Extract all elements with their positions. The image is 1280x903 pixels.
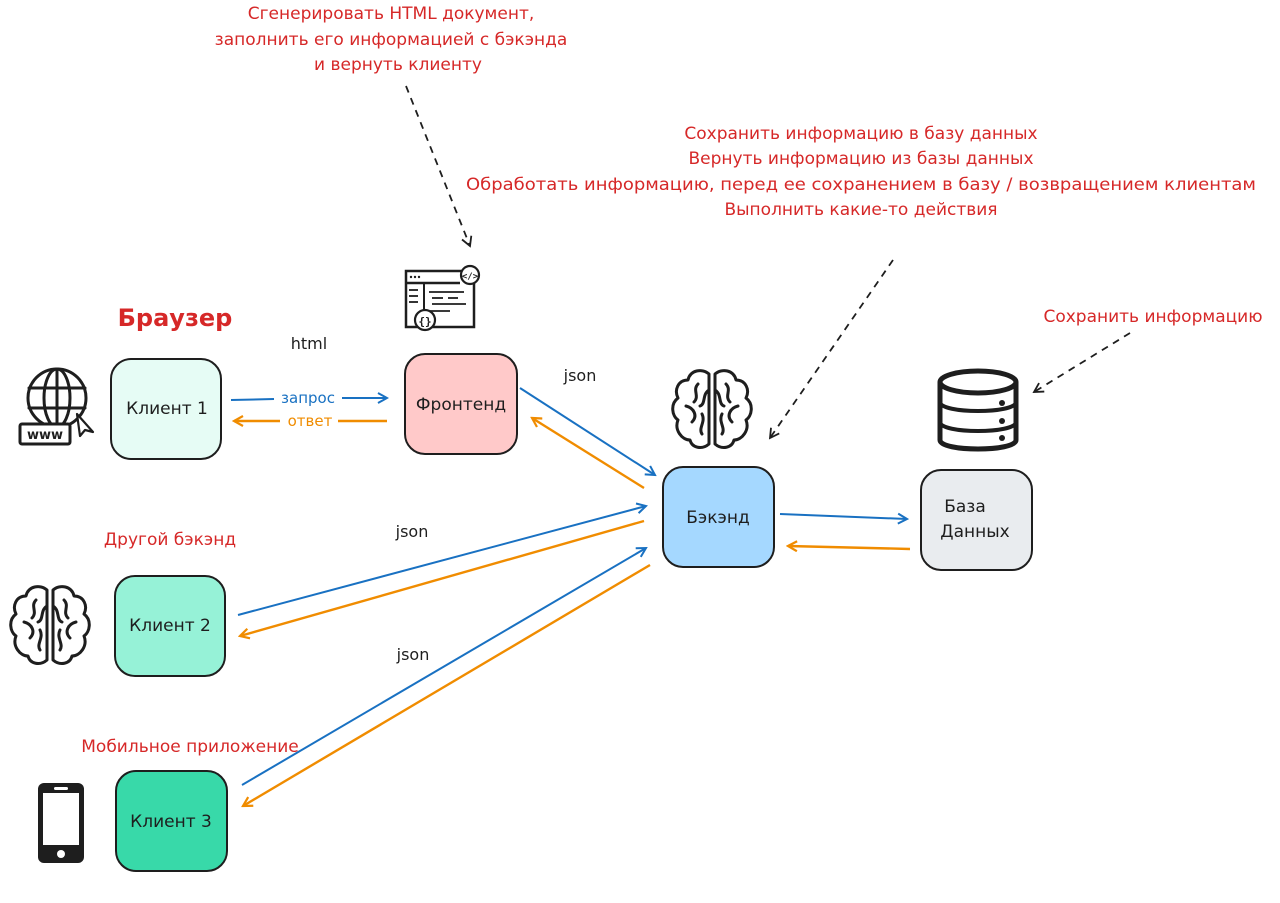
frontend-node[interactable]: Фронтенд	[404, 353, 518, 455]
database-box[interactable]	[920, 469, 1033, 571]
backend-box[interactable]	[662, 466, 775, 568]
other-backend-label: Другой бэкэнд	[104, 530, 236, 550]
www-globe-icon: www	[18, 367, 95, 446]
frontend-box[interactable]	[404, 353, 518, 455]
backend-to-database-arrow	[779, 514, 907, 519]
backend-to-frontend-arrow	[532, 418, 645, 490]
brain-icon-client2	[9, 585, 91, 665]
database-note-arrow	[1032, 332, 1131, 393]
backend-to-client2-arrow	[240, 519, 645, 636]
backend-node[interactable]: Бэкэнд	[662, 466, 775, 568]
client1-box[interactable]	[110, 358, 222, 460]
frontend-note-line-3: и вернуть клиенту	[314, 55, 482, 75]
client2-box[interactable]	[114, 575, 226, 677]
backend-note-line-4: Выполнить какие-то действия	[724, 200, 997, 220]
request-label: запрос	[281, 389, 335, 407]
frontend-to-backend-arrow	[519, 387, 655, 475]
frontend-note-arrow	[405, 85, 473, 248]
smartphone-icon	[38, 783, 84, 863]
backend-label: Бэкэнд	[686, 508, 749, 528]
database-to-backend-arrow	[788, 546, 911, 549]
frontend-note-line-2: заполнить его информацией с бэкэнда	[215, 30, 568, 50]
client3-label: Клиент 3	[130, 812, 212, 832]
mobile-app-label: Мобильное приложение	[81, 737, 298, 757]
browser-label: Браузер	[118, 304, 233, 332]
database-icon	[937, 368, 1019, 452]
backend-note-arrow	[768, 259, 894, 440]
cursor-icon	[75, 412, 95, 438]
database-label-line-1: База	[944, 497, 986, 517]
brain-icon-backend	[671, 369, 753, 449]
json-label-frontend: json	[563, 366, 597, 385]
client3-to-backend-arrow	[241, 548, 646, 786]
json-label-client3: json	[396, 645, 430, 664]
database-label-line-2: Данных	[940, 522, 1009, 542]
client3-box[interactable]	[115, 770, 228, 872]
client1-label: Клиент 1	[126, 399, 208, 419]
backend-note: Сохранить информацию в базу данных Верну…	[466, 124, 1256, 220]
client2-label: Клиент 2	[129, 616, 211, 636]
frontend-label: Фронтенд	[416, 395, 506, 415]
code-window-icon: </> {}	[404, 264, 481, 332]
www-text: www	[27, 428, 63, 443]
client3-node[interactable]: Клиент 3	[115, 770, 228, 872]
database-node[interactable]: База Данных	[920, 469, 1033, 571]
frontend-note: Сгенерировать HTML документ, заполнить е…	[215, 4, 568, 75]
backend-to-client3-arrow	[243, 563, 651, 806]
database-note: Сохранить информацию	[1043, 307, 1262, 327]
json-label-client2: json	[395, 522, 429, 541]
client2-node[interactable]: Клиент 2	[114, 575, 226, 677]
client1-node[interactable]: Клиент 1	[110, 358, 222, 460]
backend-note-line-1: Сохранить информацию в базу данных	[684, 124, 1037, 144]
response-label: ответ	[288, 412, 333, 430]
backend-note-line-3: Обработать информацию, перед ее сохранен…	[466, 175, 1256, 195]
svg-text:</>: </>	[462, 272, 479, 282]
request-arrow-start	[230, 398, 275, 401]
backend-note-line-2: Вернуть информацию из базы данных	[688, 149, 1033, 169]
client2-to-backend-arrow	[237, 506, 646, 616]
html-label: html	[291, 334, 327, 353]
frontend-note-line-1: Сгенерировать HTML документ,	[248, 4, 535, 24]
svg-text:{}: {}	[418, 315, 431, 328]
